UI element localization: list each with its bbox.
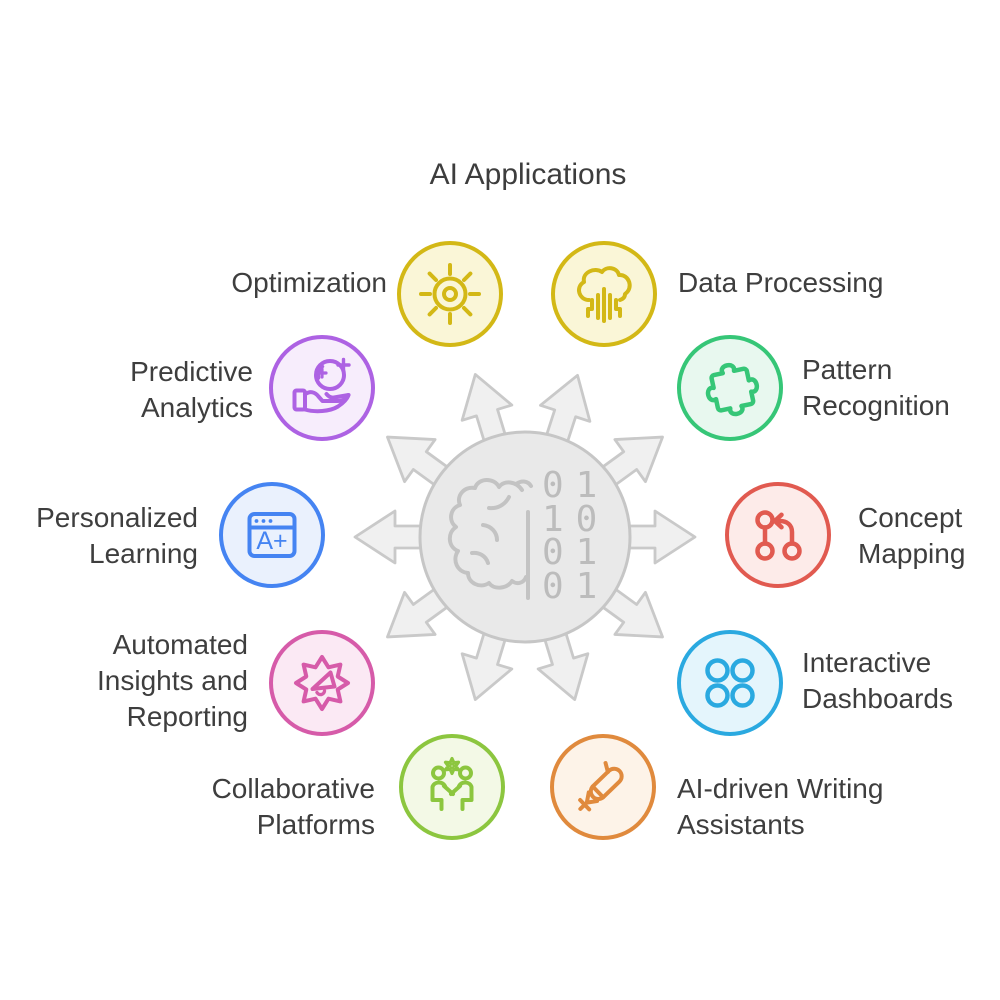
node-interactive-dashboards xyxy=(677,630,783,736)
hub-circle xyxy=(418,430,632,644)
diagram-title: AI Applications xyxy=(429,158,627,191)
label-predictive-analytics: Predictive Analytics xyxy=(130,356,253,423)
label-collaborative-platforms: Collaborative Platforms xyxy=(211,773,375,840)
pen-icon xyxy=(578,760,624,812)
node-data-processing xyxy=(551,241,657,347)
label-data-processing: Data Processing xyxy=(678,267,884,298)
node-concept-mapping xyxy=(725,482,831,588)
binary-row: 10 xyxy=(542,499,609,540)
a-plus-text: A+ xyxy=(256,527,287,555)
label-pattern-recognition: Pattern Recognition xyxy=(802,354,950,421)
node-personalized-learning: A+ xyxy=(219,482,325,588)
puzzle-icon xyxy=(705,362,760,417)
label-personalized-learning: Personalized Learning xyxy=(36,502,198,569)
node-writing-assistants xyxy=(550,734,656,840)
people-star-icon xyxy=(430,756,474,811)
node-collaborative-platforms xyxy=(399,734,505,840)
label-concept-mapping: Concept Mapping xyxy=(858,502,966,569)
binary-row: 01 xyxy=(542,532,609,573)
binary-text: 01 10 01 01 xyxy=(542,465,609,607)
git-branch-icon xyxy=(755,510,802,561)
label-interactive-dashboards: Interactive Dashboards xyxy=(802,647,953,714)
brain-icon xyxy=(447,478,533,600)
node-optimization xyxy=(397,241,503,347)
binary-row: 01 xyxy=(542,465,609,506)
hand-sphere-icon xyxy=(292,357,351,414)
label-automated-insights: Automated Insights and Reporting xyxy=(97,629,248,732)
browser-a-plus-icon: A+ xyxy=(247,512,297,558)
gear-megaphone-icon xyxy=(294,655,350,711)
sun-gear-icon xyxy=(419,263,481,325)
label-optimization: Optimization xyxy=(231,267,387,298)
label-writing-assistants: AI-driven Writing Assistants xyxy=(677,773,884,840)
node-automated-insights xyxy=(269,630,375,736)
node-pattern-recognition xyxy=(677,335,783,441)
cloud-circuit-icon xyxy=(577,266,632,323)
binary-row: 01 xyxy=(542,566,609,607)
node-predictive-analytics xyxy=(269,335,375,441)
four-circles-icon xyxy=(705,658,755,708)
